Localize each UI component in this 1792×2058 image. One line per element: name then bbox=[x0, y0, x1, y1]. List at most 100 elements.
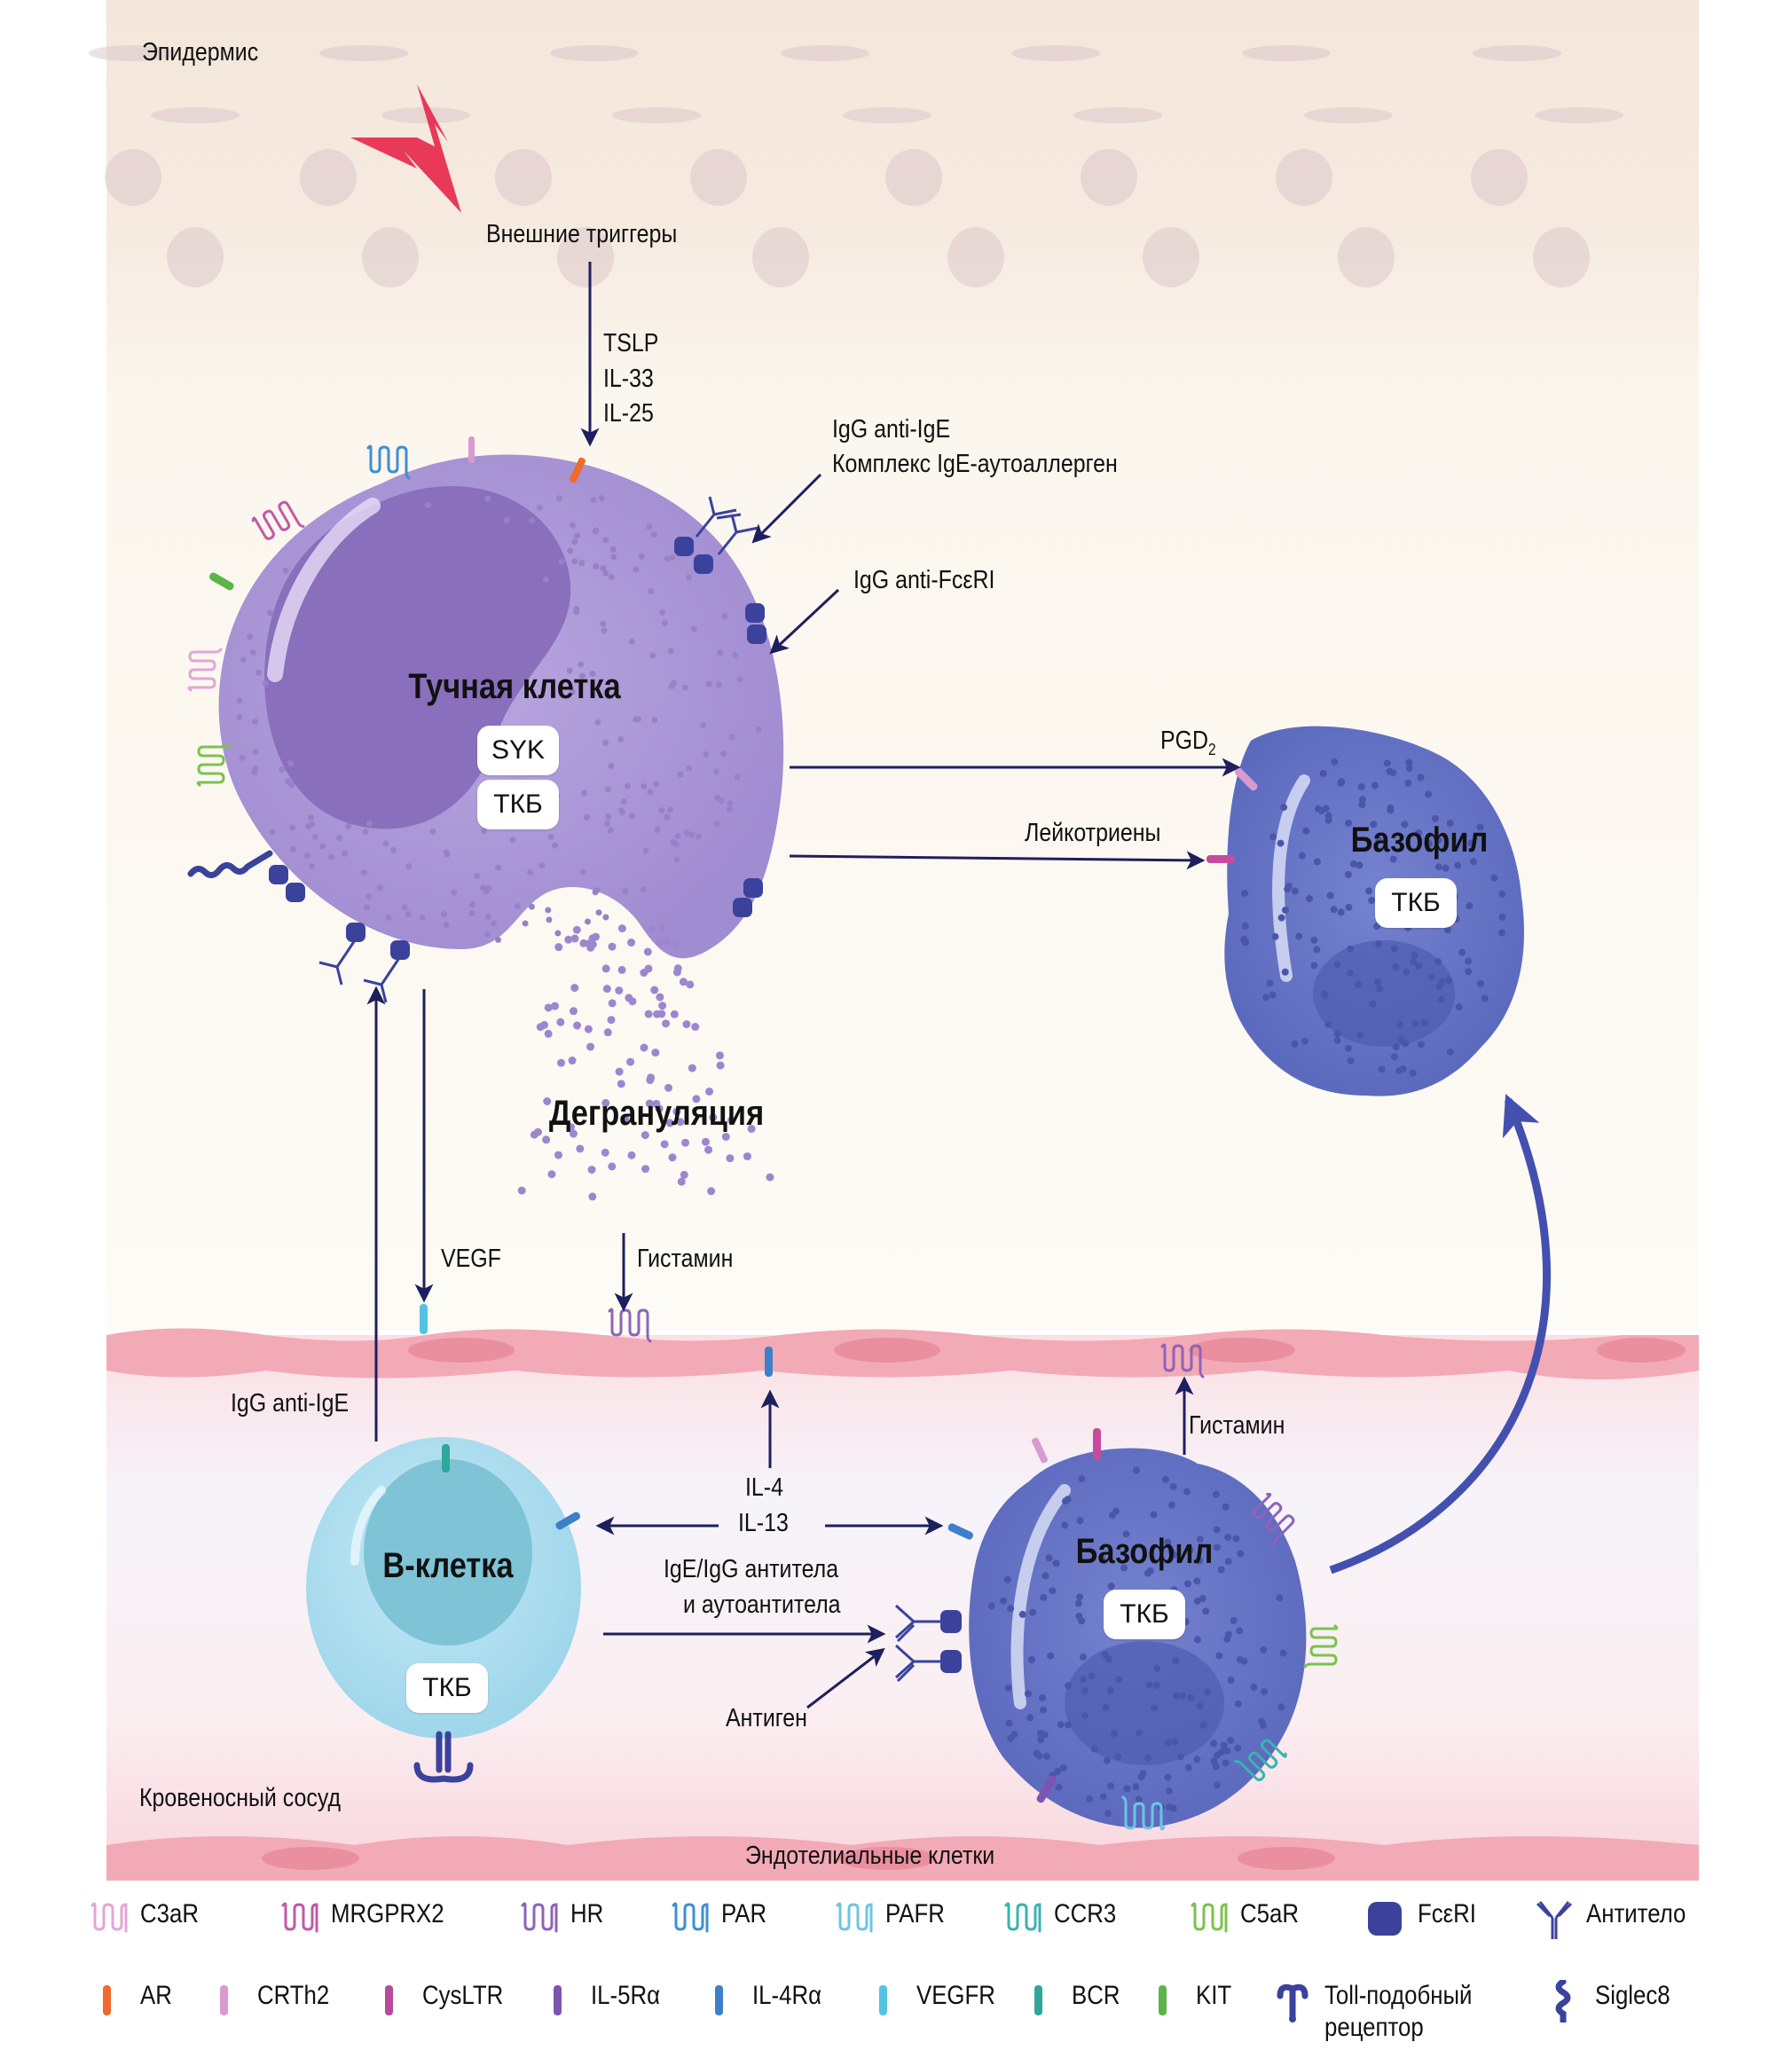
granule bbox=[1280, 804, 1288, 812]
granule bbox=[1040, 1706, 1048, 1714]
endothelial-nucleus bbox=[834, 1338, 940, 1363]
granule bbox=[603, 1028, 612, 1037]
leukotrienes-label: Лейкотриены bbox=[1025, 819, 1161, 847]
granule bbox=[570, 934, 579, 943]
hr-icon bbox=[521, 1902, 558, 1933]
granule bbox=[567, 547, 574, 554]
granule bbox=[658, 806, 665, 813]
granule bbox=[1446, 819, 1454, 827]
granule bbox=[1431, 814, 1439, 822]
granule bbox=[405, 911, 412, 918]
granule bbox=[1199, 1595, 1206, 1603]
granule bbox=[554, 943, 563, 952]
granule bbox=[668, 683, 675, 690]
granule bbox=[1193, 1636, 1201, 1644]
granule bbox=[586, 1042, 595, 1051]
granule bbox=[1135, 1795, 1143, 1803]
granule bbox=[585, 918, 592, 925]
granule bbox=[615, 986, 624, 995]
granule bbox=[1357, 782, 1365, 790]
granule bbox=[1470, 858, 1478, 866]
il13-label: IL-13 bbox=[738, 1509, 789, 1537]
epidermis-cell-nucleus bbox=[550, 45, 639, 61]
ar-receptor-icon bbox=[570, 457, 586, 483]
granule bbox=[661, 619, 668, 626]
granule bbox=[544, 1003, 553, 1012]
granule bbox=[1481, 994, 1489, 1002]
granule bbox=[405, 863, 413, 870]
granule bbox=[570, 984, 579, 993]
granule bbox=[1195, 1557, 1203, 1565]
epidermis-cells bbox=[89, 45, 1623, 287]
granule bbox=[1088, 1672, 1096, 1680]
granule bbox=[1404, 779, 1412, 787]
histamine-label-mast: Гистамин bbox=[637, 1245, 734, 1273]
granule bbox=[429, 828, 436, 835]
granule bbox=[1086, 1795, 1094, 1803]
granule bbox=[1183, 1488, 1191, 1496]
granule bbox=[551, 1002, 560, 1010]
granule bbox=[1497, 929, 1505, 937]
vegfr-receptor-icon bbox=[420, 1304, 428, 1334]
granule bbox=[1000, 1597, 1008, 1605]
granule bbox=[647, 789, 654, 796]
granule bbox=[664, 1083, 673, 1092]
granule bbox=[1417, 1041, 1425, 1049]
granule bbox=[595, 909, 602, 916]
legend-label: Siglec8 bbox=[1595, 1981, 1670, 2010]
basophil-nucleus bbox=[1313, 940, 1455, 1047]
granule bbox=[1346, 969, 1354, 977]
granule bbox=[1222, 1503, 1230, 1511]
granule bbox=[1193, 1577, 1201, 1585]
granule bbox=[494, 864, 501, 871]
epidermis-cell-nucleus bbox=[1304, 107, 1393, 123]
granule bbox=[279, 766, 286, 774]
legend-label: CysLTR bbox=[422, 1981, 504, 2010]
granule bbox=[1277, 839, 1285, 847]
granule bbox=[598, 494, 605, 501]
c5ar-icon bbox=[1191, 1902, 1228, 1933]
granule bbox=[568, 1056, 577, 1065]
nucleus-highlight bbox=[267, 498, 381, 682]
legend-item-antibody: Антитело bbox=[1535, 1898, 1702, 1941]
granule bbox=[1144, 1754, 1152, 1762]
granule bbox=[1161, 1475, 1169, 1483]
granule bbox=[1111, 1730, 1119, 1738]
granule bbox=[236, 697, 243, 704]
granule bbox=[588, 934, 597, 943]
granule bbox=[655, 1104, 664, 1113]
epidermis-cell-nucleus bbox=[1533, 227, 1590, 287]
granule bbox=[662, 1019, 671, 1028]
granule bbox=[680, 1170, 688, 1179]
granule bbox=[1212, 1490, 1220, 1498]
arrow-anti-fceri bbox=[769, 588, 840, 655]
granule bbox=[651, 1049, 660, 1057]
granule bbox=[1214, 1781, 1222, 1789]
siglec8-receptor-icon bbox=[187, 850, 273, 878]
granule bbox=[282, 567, 289, 574]
granule bbox=[1405, 765, 1413, 773]
granule bbox=[579, 939, 588, 947]
basophil-top-granules bbox=[1240, 758, 1506, 1077]
granule bbox=[1199, 1722, 1207, 1730]
granule bbox=[726, 1154, 735, 1163]
granule bbox=[509, 837, 516, 844]
granule bbox=[1215, 1652, 1223, 1660]
granule bbox=[1443, 926, 1451, 934]
granule bbox=[624, 782, 631, 789]
legend-item-kit: KIT bbox=[1144, 1980, 1238, 2023]
granule bbox=[672, 1107, 681, 1116]
granule bbox=[1047, 1652, 1055, 1660]
granule bbox=[1368, 897, 1376, 905]
granule bbox=[705, 680, 712, 687]
granule bbox=[538, 862, 546, 869]
granule bbox=[1403, 968, 1411, 976]
granule bbox=[578, 560, 586, 567]
granule bbox=[1330, 906, 1338, 914]
il25-label: IL-25 bbox=[603, 399, 654, 428]
granule bbox=[1064, 1721, 1072, 1729]
legend-item-hr: HR bbox=[519, 1898, 609, 1941]
granule bbox=[594, 719, 601, 726]
granule bbox=[592, 889, 599, 896]
granule bbox=[1375, 985, 1383, 993]
